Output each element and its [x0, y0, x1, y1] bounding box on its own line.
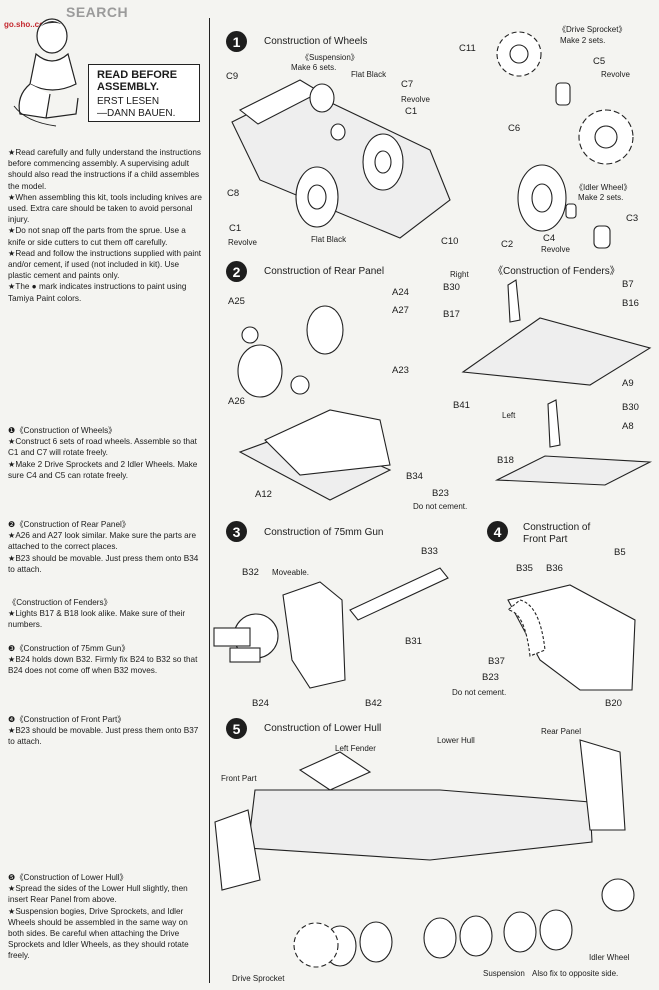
- step-4-title-line1: Construction of: [523, 522, 591, 533]
- label-b20: B20: [605, 698, 622, 709]
- label-b41: B41: [453, 400, 470, 411]
- label-right: Right: [450, 270, 469, 279]
- read-before-german: ERST LESEN—DANN BAUEN.: [97, 96, 176, 119]
- label-revolve-2: Revolve: [228, 238, 257, 247]
- label-flat-black-2: Flat Black: [311, 235, 347, 244]
- label-b30-b: B30: [622, 402, 639, 413]
- label-drive-sprocket-s5: Drive Sprocket: [232, 974, 285, 983]
- label-c1-b: C1: [229, 223, 242, 234]
- label-revolve-4: Revolve: [541, 245, 570, 254]
- label-lower-hull: Lower Hull: [437, 736, 475, 745]
- label-do-not-cement-1: Do not cement.: [413, 502, 468, 511]
- label-drive-sprocket: 《Drive Sprocket》: [558, 25, 627, 34]
- label-a26: A26: [228, 396, 245, 407]
- label-c11: C11: [459, 43, 476, 54]
- step-4-title-line2: Front Part: [523, 534, 568, 545]
- label-b37: B37: [488, 656, 505, 667]
- label-flat-black-1: Flat Black: [351, 70, 387, 79]
- label-make-2-sets-a: Make 2 sets.: [560, 36, 606, 45]
- intro-note-2: ★When assembling this kit, tools includi…: [8, 192, 202, 225]
- intro-note-3: ★Do not snap off the parts from the spru…: [8, 226, 186, 247]
- step-note-gun: ❸《Construction of 75mm Gun》 ★B24 holds d…: [8, 644, 198, 676]
- label-c4: C4: [543, 233, 556, 244]
- watermark-site: go.sho..com: [4, 20, 52, 29]
- label-b23: B23: [432, 488, 449, 499]
- label-c3: C3: [626, 213, 639, 224]
- label-b32: B32: [242, 567, 259, 578]
- label-revolve-1: Revolve: [401, 95, 430, 104]
- label-b16: B16: [622, 298, 639, 309]
- read-before-assembly-box: [88, 64, 200, 122]
- label-b18: B18: [497, 455, 514, 466]
- label-b23-front: B23: [482, 672, 499, 683]
- label-suspension-s5: Suspension: [483, 969, 525, 978]
- label-also-fix: Also fix to opposite side.: [532, 969, 619, 978]
- label-front-part: Front Part: [221, 774, 257, 783]
- label-a23: A23: [392, 365, 409, 376]
- label-b33: B33: [421, 546, 438, 557]
- step-3-title: Construction of 75mm Gun: [264, 527, 384, 538]
- label-moveable: Moveable.: [272, 568, 309, 577]
- step-3-number: 3: [226, 521, 247, 542]
- label-b7: B7: [622, 279, 634, 290]
- label-c8: C8: [227, 188, 240, 199]
- watermark-text: SEARCH: [66, 4, 129, 20]
- label-c6: C6: [508, 123, 521, 134]
- step-note-lower-hull: ❺《Construction of Lower Hull》 ★Spread th…: [8, 873, 189, 961]
- intro-notes: ★Read carefully and fully understand the…: [8, 147, 204, 304]
- label-a27: A27: [392, 305, 409, 316]
- label-rear-panel: Rear Panel: [541, 727, 582, 736]
- label-a8: A8: [622, 421, 634, 432]
- step-2-number: 2: [226, 261, 247, 282]
- label-c7: C7: [401, 79, 414, 90]
- label-b30-a: B30: [443, 282, 460, 293]
- label-revolve-3: Revolve: [601, 70, 630, 79]
- step-note-front-part: ❹《Construction of Front Part》 ★B23 shoul…: [8, 715, 199, 747]
- label-make-2-sets-b: Make 2 sets.: [578, 193, 624, 202]
- label-a12: A12: [255, 489, 272, 500]
- step-4-number: 4: [487, 521, 508, 542]
- label-c9: C9: [226, 71, 239, 82]
- instructor-illustration-icon: [13, 18, 79, 127]
- label-make-6-sets: Make 6 sets.: [291, 63, 337, 72]
- label-c1-a: C1: [405, 106, 418, 117]
- column-divider: [209, 18, 210, 983]
- label-a24: A24: [392, 287, 409, 298]
- step-5-number: 5: [226, 718, 247, 739]
- label-b17: B17: [443, 309, 460, 320]
- label-a9: A9: [622, 378, 634, 389]
- label-b36: B36: [546, 563, 563, 574]
- step-note-rear-panel: ❷《Construction of Rear Panel》 ★A26 and A…: [8, 520, 199, 574]
- step-1-title: Construction of Wheels: [264, 36, 368, 47]
- label-b35: B35: [516, 563, 533, 574]
- label-left-fender: Left Fender: [335, 744, 376, 753]
- intro-note-4: ★Read and follow the instructions suppli…: [8, 248, 202, 281]
- label-a25: A25: [228, 296, 245, 307]
- label-b34: B34: [406, 471, 423, 482]
- step-2-title: Construction of Rear Panel: [264, 266, 385, 277]
- label-b31: B31: [405, 636, 422, 647]
- label-b24: B24: [252, 698, 269, 709]
- label-c5: C5: [593, 56, 606, 67]
- label-left: Left: [502, 411, 516, 420]
- label-idler-wheel-s5: Idler Wheel: [589, 953, 630, 962]
- label-c10: C10: [441, 236, 459, 247]
- fenders-title: 《Construction of Fenders》: [493, 266, 620, 277]
- label-do-not-cement-2: Do not cement.: [452, 688, 507, 697]
- step-5-title: Construction of Lower Hull: [264, 723, 382, 734]
- label-b42: B42: [365, 698, 382, 709]
- label-suspension: 《Suspension》: [301, 53, 359, 62]
- step-note-wheels: ❶《Construction of Wheels》 ★Construct 6 s…: [8, 426, 198, 480]
- step-note-fenders: 《Construction of Fenders》 ★Lights B17 & …: [8, 598, 186, 630]
- intro-note-5: ★The ● mark indicates instructions to pa…: [8, 282, 187, 303]
- step-1-number: 1: [226, 31, 247, 52]
- label-b5: B5: [614, 547, 626, 558]
- label-idler-wheel: 《Idler Wheel》: [575, 183, 632, 192]
- intro-note-1: ★Read carefully and fully understand the…: [8, 148, 202, 191]
- label-c2: C2: [501, 239, 514, 250]
